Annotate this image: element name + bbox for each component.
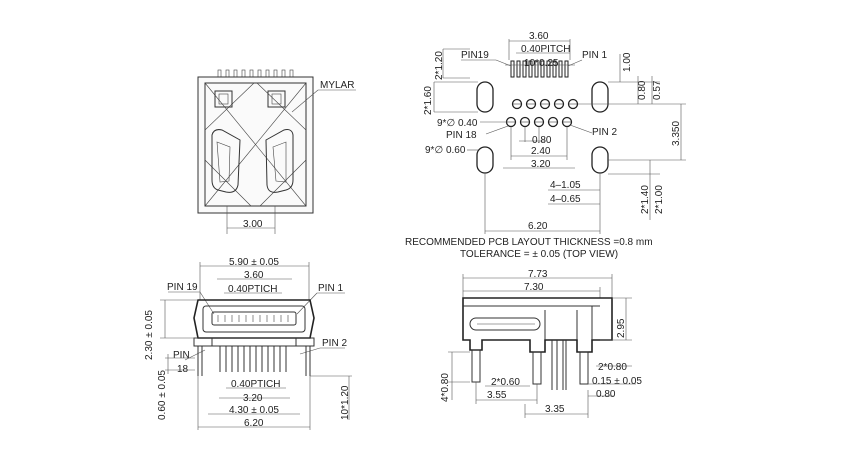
dim-4-0-65: 4–0.65	[550, 194, 581, 205]
pitch-front-bottom: 0.40PTICH	[231, 379, 280, 390]
smd-pads	[510, 60, 569, 78]
front-view-connector: 5.90 ± 0.05 3.60 PIN 19 0.40PTICH PIN 1 …	[144, 257, 352, 430]
dim-3-350: 3.350	[671, 121, 682, 146]
layout-note-line1: RECOMMENDED PCB LAYOUT THICKNESS =0.8 mm	[405, 237, 653, 248]
dim-2x1-00: 2*1.00	[654, 185, 665, 214]
dim-1-00: 1.00	[622, 52, 633, 72]
pitch-label: 0.40PITCH	[521, 44, 570, 55]
pin1-label: PIN 1	[582, 50, 607, 61]
dim-0-60: 0.60 ± 0.05	[157, 370, 168, 420]
mylar-label: MYLAR	[320, 80, 354, 91]
dim-0-80-h: 0.80	[532, 135, 552, 146]
pin18-front: 18	[177, 364, 189, 375]
dim-3-00: 3.00	[243, 219, 263, 230]
dim-5-90: 5.90 ± 0.05	[229, 257, 279, 268]
dim-10x0-25: 10*0.25	[524, 58, 559, 69]
dim-4x0-80: 4*0.80	[440, 373, 451, 402]
pcb-layout-top-view: 3.60 0.40PITCH 10*0.25 PIN19 PIN 1 2*1.2…	[405, 31, 686, 260]
dim-7-30: 7.30	[524, 282, 544, 293]
side-leg-3	[579, 351, 589, 385]
dim-3-60: 3.60	[529, 31, 549, 42]
pin2-front: PIN 2	[322, 338, 347, 349]
dim-2-40: 2.40	[531, 146, 551, 157]
dim-2x1-60: 2*1.60	[423, 86, 434, 115]
usb-port-opening	[469, 317, 541, 331]
dim-0-57: 0.57	[652, 80, 663, 100]
dim-4-1-05: 4–1.05	[550, 180, 581, 191]
pin18-label: PIN 18	[446, 130, 477, 141]
dim-6-20-front: 6.20	[244, 418, 264, 429]
dim-7-73: 7.73	[528, 269, 548, 280]
dim-9x0-40: 9*∅ 0.40	[437, 118, 478, 129]
side-view-connector: 7.73 7.30 2.95 4*0.80 2*0.60 2*0.80	[440, 269, 642, 418]
dim-2x0-60: 2*0.60	[491, 377, 520, 388]
layout-note-line2: TOLERANCE = ± 0.05 (TOP VIEW)	[460, 249, 618, 260]
dim-2x1-20: 2*1.20	[434, 51, 445, 80]
dim-0-80-v: 0.80	[637, 80, 648, 100]
pin19-label: PIN19	[461, 50, 489, 61]
dim-2x1-40: 2*1.40	[640, 185, 651, 214]
dim-2-95: 2.95	[616, 318, 627, 338]
dim-6-20: 6.20	[528, 221, 548, 232]
dim-9x0-60: 9*∅ 0.60	[425, 145, 466, 156]
dim-10x1-20: 10*1.20	[340, 385, 351, 420]
front-pins	[197, 346, 311, 376]
dim-3-20: 3.20	[531, 159, 551, 170]
oval-hole-top-right	[591, 81, 609, 113]
dim-2x0-80: 2*0.80	[598, 362, 627, 373]
through-holes-row1	[511, 98, 579, 110]
pitch-front: 0.40PTICH	[228, 284, 277, 295]
top-view-connector: MYLAR 3.00	[197, 69, 356, 234]
oval-hole-bottom-right	[591, 146, 609, 174]
pin1-front: PIN 1	[318, 283, 343, 294]
pin19-front: PIN 19	[167, 282, 198, 293]
dim-3-60-front: 3.60	[244, 270, 264, 281]
dim-2-30: 2.30 ± 0.05	[144, 310, 155, 360]
dim-3-55: 3.55	[487, 390, 507, 401]
through-holes-row2	[505, 116, 573, 128]
dim-0-15: 0.15 ± 0.05	[592, 376, 642, 387]
pin2-label: PIN 2	[592, 127, 617, 138]
side-leg-1	[471, 349, 481, 383]
side-leg-2	[532, 351, 542, 385]
dim-0-80: 0.80	[596, 389, 616, 400]
pin-label-front: PIN	[173, 350, 190, 361]
dim-3-35: 3.35	[545, 404, 565, 415]
oval-hole-top-left	[476, 81, 494, 113]
dim-3-20-front: 3.20	[243, 393, 263, 404]
dim-4-30: 4.30 ± 0.05	[229, 405, 279, 416]
oval-hole-bottom-left	[476, 146, 494, 174]
